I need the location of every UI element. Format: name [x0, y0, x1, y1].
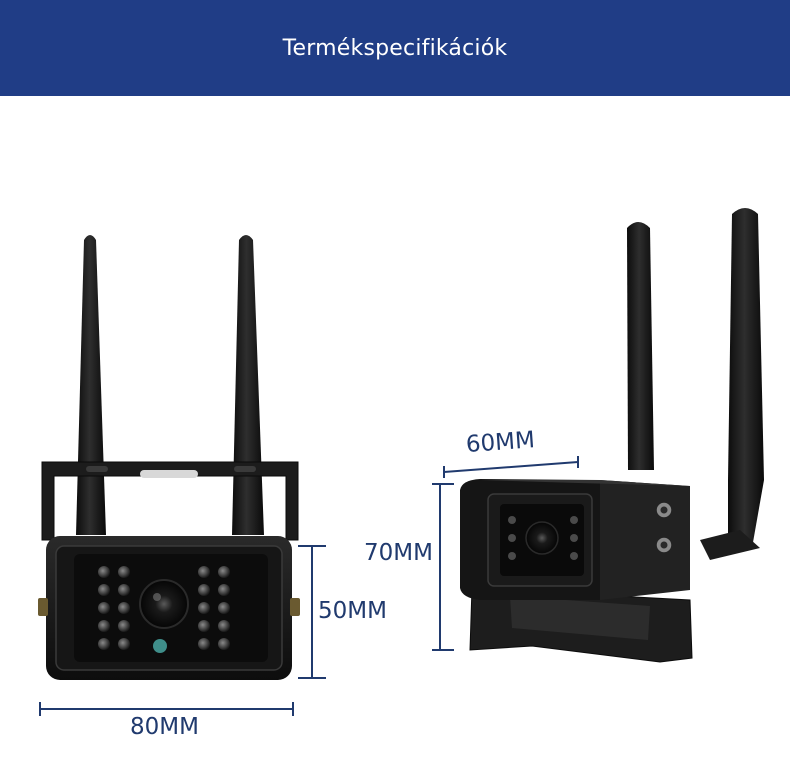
dimension-label-side-depth: 60MM	[465, 427, 536, 458]
front-ir-leds-left	[98, 566, 130, 650]
page-title: Termékspecifikációk	[282, 35, 508, 61]
dimension-side-height	[432, 483, 454, 651]
front-lens	[139, 579, 189, 629]
front-antenna-left	[76, 235, 106, 535]
dimension-front-width	[39, 702, 294, 716]
header-banner: Termékspecifikációk	[0, 0, 790, 96]
side-screws	[655, 501, 673, 554]
side-antenna-right	[700, 208, 764, 560]
front-sensor	[153, 639, 167, 653]
dimension-label-front-height: 50MM	[318, 598, 387, 624]
front-mount-bracket	[41, 461, 299, 541]
dimension-label-side-height: 70MM	[364, 540, 433, 566]
side-mount-bracket	[469, 587, 693, 663]
front-camera	[38, 235, 300, 680]
side-antenna-left	[627, 222, 654, 470]
dimension-front-height	[298, 545, 326, 679]
side-lens	[525, 521, 559, 555]
side-camera	[460, 208, 764, 663]
side-ir-leds	[508, 516, 578, 560]
dimension-side-depth	[443, 456, 579, 478]
front-antenna-right	[232, 235, 264, 535]
dimension-label-front-width: 80MM	[130, 714, 199, 740]
front-ir-leds-right	[198, 566, 230, 650]
